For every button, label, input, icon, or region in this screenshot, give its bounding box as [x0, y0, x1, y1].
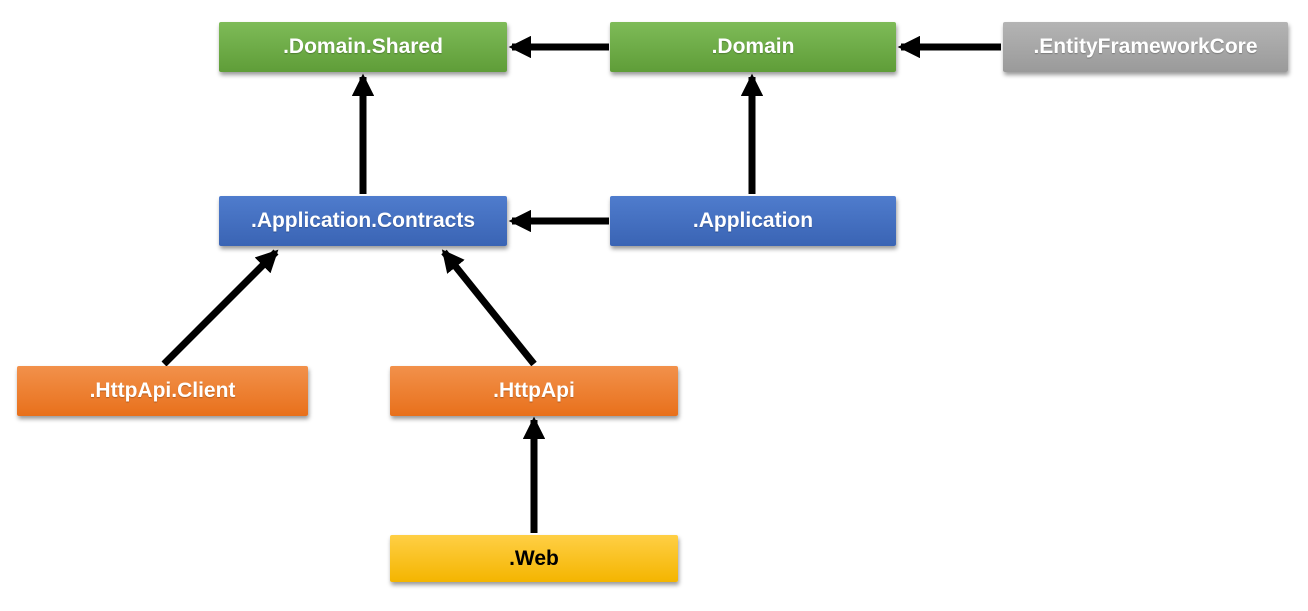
node-httpapi-client: .HttpApi.Client — [17, 366, 308, 416]
node-application-contracts: .Application.Contracts — [219, 196, 507, 246]
node-entity-framework-core: .EntityFrameworkCore — [1003, 22, 1288, 72]
node-web-label: .Web — [509, 546, 559, 570]
node-application-contracts-label: .Application.Contracts — [250, 209, 476, 232]
arrow-httpapi-client-to-application-contracts — [161, 249, 279, 367]
node-web: .Web — [390, 535, 678, 582]
node-domain-label: .Domain — [711, 35, 795, 58]
node-domain-shared-label: .Domain.Shared — [283, 35, 443, 58]
node-httpapi-client-label: .HttpApi.Client — [89, 379, 236, 402]
node-application-label: .Application — [692, 209, 814, 232]
node-httpapi: .HttpApi — [390, 366, 678, 416]
node-entity-framework-core-label: .EntityFrameworkCore — [1033, 35, 1258, 58]
node-domain-shared: .Domain.Shared — [219, 22, 507, 72]
node-application: .Application — [610, 196, 896, 246]
arrow-httpapi-to-application-contracts — [441, 249, 537, 367]
node-httpapi-label: .HttpApi — [493, 379, 575, 402]
node-domain: .Domain — [610, 22, 896, 72]
